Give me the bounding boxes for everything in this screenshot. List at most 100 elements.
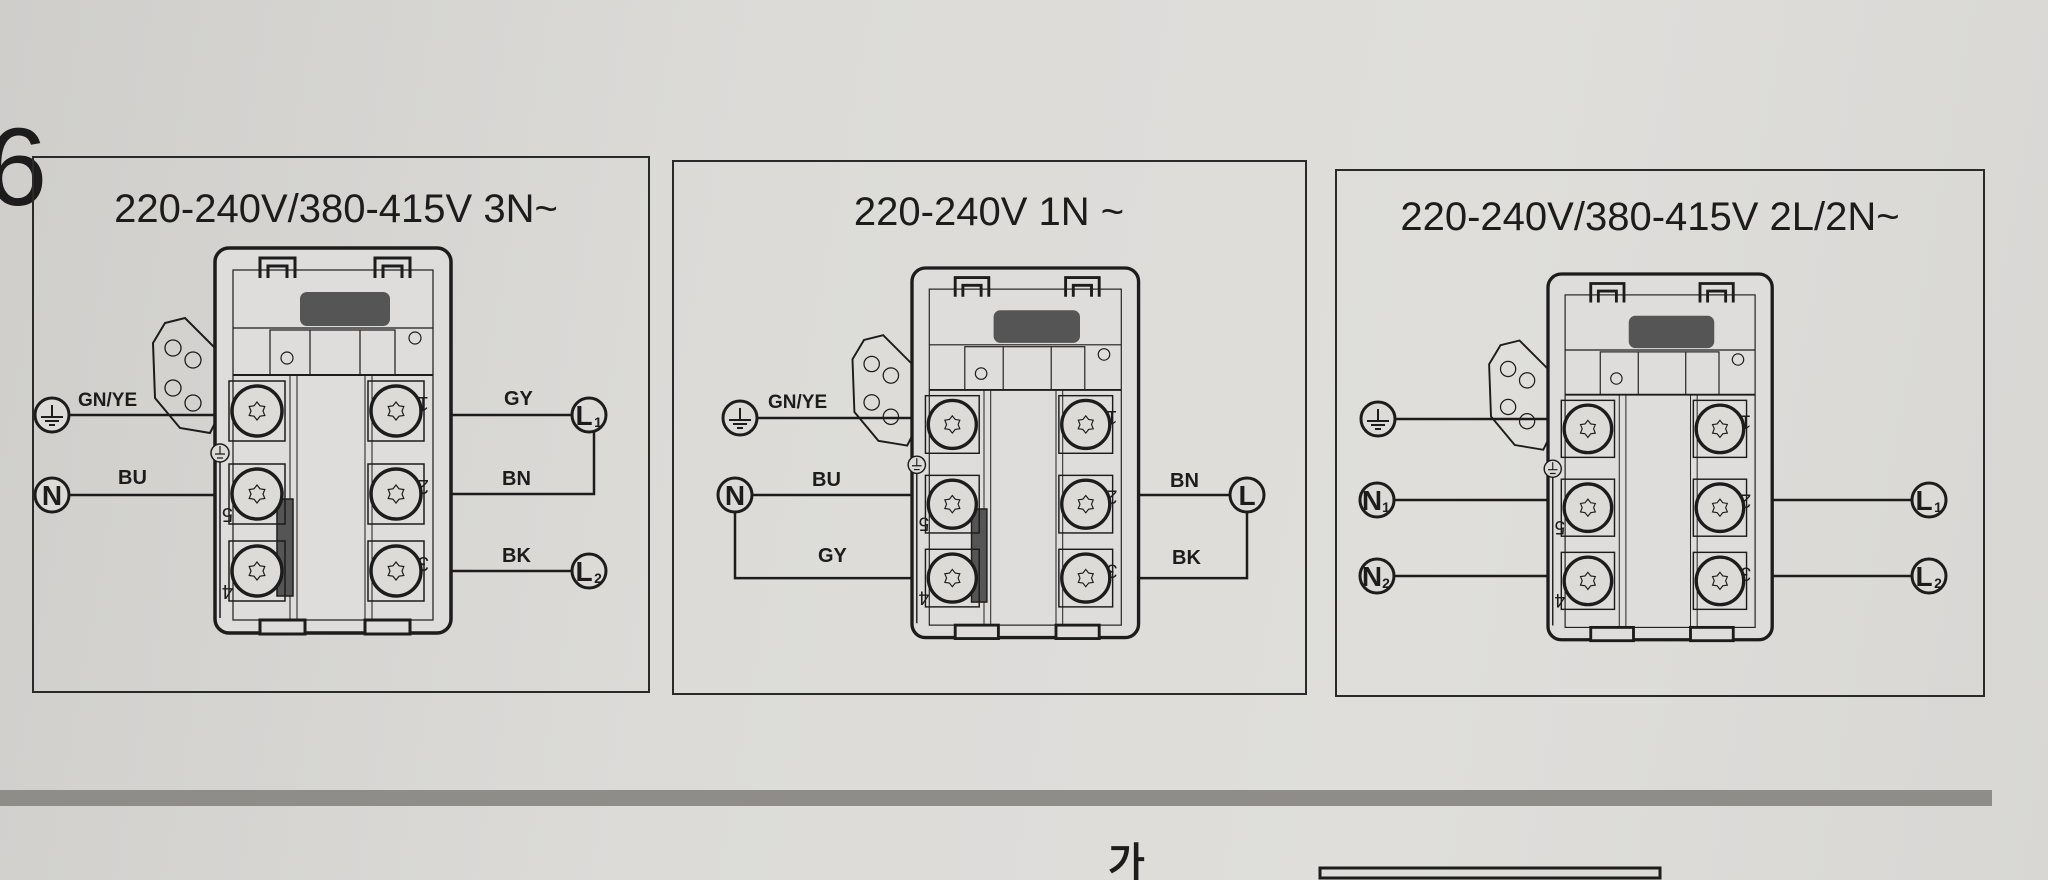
next-section-box [1318, 866, 1662, 880]
wire-label-earth: GN/YE [768, 392, 827, 413]
terminal-right-1 [1060, 478, 1112, 530]
terminal-left-2 [230, 544, 284, 598]
panel-title: 220-240V/380-415V 3N~ [114, 187, 558, 231]
neutral-symbol-subscript: 1 [1382, 499, 1390, 515]
neutral-symbol: N [716, 476, 754, 514]
terminal-base [1560, 478, 1616, 537]
plate-hole [1518, 413, 1536, 430]
line1-symbol-letter: L [1238, 480, 1255, 511]
torx-screw-icon [1579, 419, 1597, 439]
neutral-symbol-letter: N [42, 480, 62, 511]
block-inner-frame [232, 269, 434, 621]
plate-hole [184, 351, 202, 369]
terminal-left-2 [1562, 555, 1614, 607]
terminal-number: 1 [1741, 411, 1752, 432]
terminal-base [228, 380, 286, 442]
torx-screw-icon [387, 484, 405, 504]
wire-label-t1: GY [504, 388, 534, 410]
neutral-symbol-ring [716, 476, 754, 514]
terminal-base [1692, 399, 1748, 459]
neutral-symbol-letter: N [725, 480, 745, 511]
terminal-base [924, 474, 980, 534]
earth-plate [1488, 339, 1549, 451]
line2-symbol-ring [1910, 557, 1948, 595]
line1-symbol-ring [570, 396, 608, 434]
terminal-number: 4 [222, 580, 233, 602]
neutral-symbol-ring [1358, 481, 1396, 519]
panel-title: 220-240V/380-415V 2L/2N~ [1400, 195, 1899, 239]
terminal-left-1 [1562, 482, 1614, 534]
page-number: 6 [0, 106, 47, 229]
block-inner-frame [928, 288, 1122, 626]
neutral2-symbol-ring [1358, 557, 1396, 595]
terminal-right-0 [1060, 398, 1112, 451]
panel-frame [32, 156, 650, 693]
l1-bridge-wire [421, 432, 596, 496]
section-divider [0, 790, 1992, 806]
earth-plate [851, 334, 913, 447]
panel-frame [1335, 169, 1985, 697]
terminal-left-0 [926, 398, 979, 451]
top-clip [953, 276, 991, 297]
plate-hole [164, 379, 182, 397]
small-hole [280, 351, 294, 365]
neutral2-symbol-subscript: 2 [1382, 575, 1390, 591]
plate-hole [1499, 398, 1517, 416]
wire-label-t3: BK [1172, 547, 1201, 569]
terminal-number: 5 [1555, 516, 1566, 537]
wire-label-neutral: BU [118, 467, 147, 489]
terminal-number: 3 [1741, 563, 1752, 584]
terminal-number: 3 [418, 552, 429, 574]
terminal-number: 1 [1107, 406, 1118, 427]
earth-icon [729, 408, 751, 429]
wire-label-t4: GY [818, 545, 848, 567]
terminal-number: 4 [918, 587, 929, 608]
terminal-left-1 [926, 478, 979, 530]
neutral-symbol: N [33, 476, 71, 514]
earth-mark-glyph [1548, 462, 1558, 475]
next-section-heading: 가 [1108, 841, 1145, 880]
terminal-base [1058, 548, 1114, 608]
terminal-base [1692, 478, 1748, 537]
bottom-tab [258, 618, 307, 636]
torx-screw-icon [1711, 498, 1729, 518]
top-clip [1698, 282, 1735, 303]
earth-symbol [721, 399, 759, 437]
torx-screw-icon [1579, 498, 1597, 518]
torx-screw-icon [1711, 571, 1729, 591]
terminal-right-0 [1694, 403, 1746, 455]
torx-screw-icon [944, 494, 961, 514]
plate-hole [863, 394, 880, 411]
top-dark-bar [300, 292, 390, 326]
line1-symbol-letter: L [575, 400, 592, 431]
torx-screw-icon [1077, 494, 1095, 514]
small-hole [1097, 348, 1111, 361]
terminal-number: 2 [418, 475, 429, 497]
wire-label-neutral: BU [812, 469, 841, 491]
plate-hole [863, 355, 880, 373]
top-clip [258, 256, 297, 278]
terminal-base [1560, 399, 1616, 459]
line2-symbol-ring [570, 552, 608, 590]
plate-hole [164, 339, 182, 357]
terminal-number: 3 [1107, 560, 1118, 581]
terminal-base [1058, 474, 1114, 534]
bottom-tab [363, 618, 412, 636]
neutral-symbol-ring [33, 476, 71, 514]
terminal-base [228, 540, 286, 602]
terminal-number: 1 [418, 392, 429, 414]
top-dark-bar [993, 310, 1080, 343]
line2-symbol-subscript: 2 [594, 570, 602, 586]
torx-screw-icon [1579, 571, 1597, 591]
plate-hole [1499, 360, 1517, 378]
wire-label-earth: GN/YE [78, 390, 137, 411]
small-hole [1731, 353, 1745, 366]
line2-symbol-letter: L [1915, 561, 1932, 592]
